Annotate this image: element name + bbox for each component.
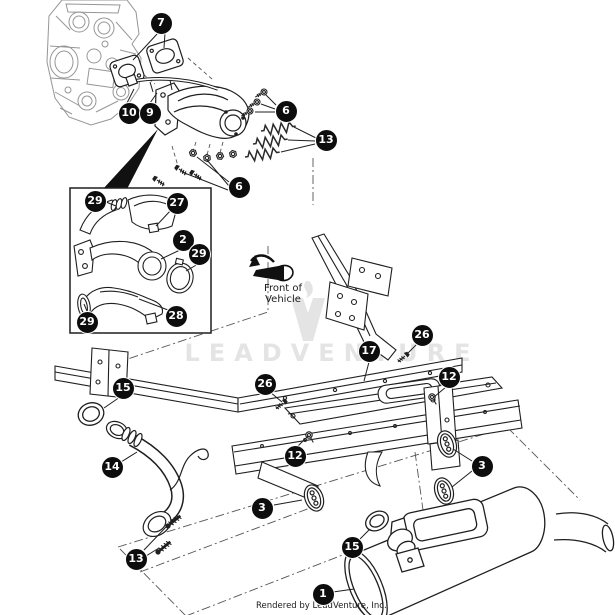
callout-27: 27 xyxy=(165,191,189,215)
callout-17: 17 xyxy=(357,339,381,363)
callout-29: 29 xyxy=(75,310,99,334)
exhaust-manifold xyxy=(125,73,250,139)
callout-1: 1 xyxy=(311,582,335,606)
callout-26: 26 xyxy=(253,372,277,396)
callout-13: 13 xyxy=(314,128,338,152)
front-of-vehicle-label: Front of Vehicle xyxy=(263,283,303,305)
callout-14: 14 xyxy=(100,455,124,479)
inset-wedge xyxy=(103,129,158,189)
inset-parts xyxy=(73,194,194,325)
callout-13: 13 xyxy=(124,547,148,571)
engine-block xyxy=(46,0,142,126)
muffler xyxy=(344,486,615,615)
callout-2: 2 xyxy=(171,228,195,252)
callout-12: 12 xyxy=(283,444,307,468)
callout-9: 9 xyxy=(138,101,162,125)
callout-29: 29 xyxy=(83,189,107,213)
callout-6: 6 xyxy=(227,175,251,199)
watermark-logo xyxy=(291,281,325,341)
exhaust-pipe xyxy=(105,420,209,558)
front-of-vehicle-icon xyxy=(249,254,294,282)
callout-15: 15 xyxy=(111,376,135,400)
callout-3: 3 xyxy=(250,496,274,520)
exhaust-gasket-ring xyxy=(77,402,105,426)
callout-10: 10 xyxy=(117,101,141,125)
callout-7: 7 xyxy=(149,11,173,35)
callout-15: 15 xyxy=(340,535,364,559)
callout-29: 29 xyxy=(187,242,211,266)
callout-28: 28 xyxy=(164,304,188,328)
rendered-by-credit: Rendered by LeadVenture, Inc. xyxy=(256,601,387,611)
callout-12: 12 xyxy=(437,365,461,389)
callout-6: 6 xyxy=(274,99,298,123)
leader-lines xyxy=(83,32,473,593)
callout-26: 26 xyxy=(410,323,434,347)
callout-3: 3 xyxy=(470,454,494,478)
chassis-frame xyxy=(54,233,523,503)
